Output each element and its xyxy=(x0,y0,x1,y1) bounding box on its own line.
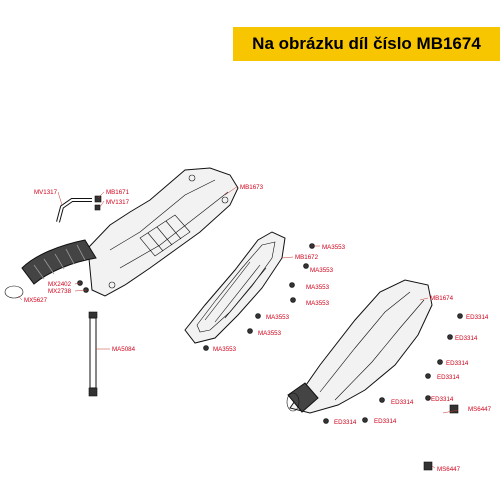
hose-clamp xyxy=(4,285,24,299)
callout-label: MA5084 xyxy=(112,346,136,353)
hose-clip xyxy=(94,204,101,211)
callout-label: ED3314 xyxy=(334,419,357,426)
banner-title: Na obrázku díl číslo MB1674 xyxy=(252,34,481,53)
callout-label: MB1671 xyxy=(106,189,130,196)
callout-label: MX5627 xyxy=(24,297,48,304)
housing-grille xyxy=(139,214,191,257)
callout-label: MX2738 xyxy=(48,288,72,295)
callout-label: MB1674 xyxy=(430,295,454,302)
callout-label: MV1317 xyxy=(106,199,130,206)
callout-label: MA3553 xyxy=(310,267,334,274)
callout-label: ED3314 xyxy=(431,396,454,403)
callout-label: MS6447 xyxy=(437,466,461,473)
bolts xyxy=(203,243,463,471)
leader-lines xyxy=(17,185,459,469)
title-banner: Na obrázku díl číslo MB1674 xyxy=(233,27,500,61)
callout-label: MA3553 xyxy=(322,244,346,251)
callout-label: MA3553 xyxy=(266,314,290,321)
callout-label: ED3314 xyxy=(374,418,397,425)
callout-label: MA3553 xyxy=(213,346,237,353)
filter-element xyxy=(184,231,286,344)
callout-label: MA3553 xyxy=(306,284,330,291)
filter-cover-lower xyxy=(286,279,433,414)
breather-tube xyxy=(56,198,92,223)
callout-label: MV1317 xyxy=(34,189,58,196)
callout-labels: MV1317 MB1671 MV1317 MB1673 MA3553 MB167… xyxy=(24,184,492,473)
filter-housing-upper xyxy=(87,167,239,297)
callout-label: MA3553 xyxy=(306,300,330,307)
callout-label: ED3314 xyxy=(455,335,478,342)
callout-label: MS6447 xyxy=(468,406,492,413)
intake-duct xyxy=(21,239,97,285)
callout-label: ED3314 xyxy=(391,399,414,406)
callout-label: ED3314 xyxy=(437,374,460,381)
callout-label: MX2402 xyxy=(48,281,72,288)
hose-clip xyxy=(94,195,102,203)
callout-label: MB1672 xyxy=(295,254,319,261)
callout-label: ED3314 xyxy=(466,314,489,321)
callout-label: MA3553 xyxy=(258,330,282,337)
callout-label: ED3314 xyxy=(446,360,469,367)
callout-label: MB1673 xyxy=(240,184,264,191)
drain-tube xyxy=(88,311,98,397)
